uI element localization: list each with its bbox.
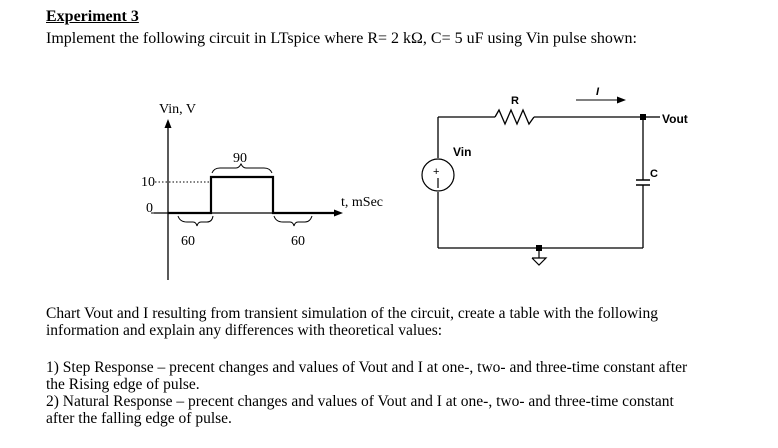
y-axis-label: Vin, V: [159, 102, 196, 117]
ground-node: [536, 245, 542, 251]
source-plus-sign: +: [433, 166, 439, 178]
chart-instructions-line-2: information and explain any differences …: [46, 322, 443, 339]
y-tick-low: 0: [146, 201, 153, 216]
experiment-title: Experiment 3: [46, 8, 139, 25]
task-list: 1) Step Response – precent changes and v…: [46, 359, 687, 427]
y-axis-arrow: [164, 119, 172, 128]
task-1-line-2: the Rising edge of pulse.: [46, 376, 200, 393]
current-label: I: [596, 86, 600, 98]
task-2-line-1: 2) Natural Response – precent changes an…: [46, 393, 674, 410]
source-label: Vin: [453, 145, 471, 159]
resistor-symbol: [494, 108, 535, 126]
output-label: Vout: [662, 112, 688, 126]
pulse-waveform: [168, 175, 335, 215]
right-width-brace: [273, 215, 313, 227]
instruction-text: Implement the following circuit in LTspi…: [46, 30, 637, 47]
top-width-brace: [211, 162, 273, 174]
ground-icon: [531, 257, 548, 266]
pulse-width-label: 90: [233, 151, 247, 166]
resistor-label: R: [511, 95, 519, 107]
left-width-brace: [177, 215, 214, 227]
task-1-line-1: 1) Step Response – precent changes and v…: [46, 359, 688, 376]
current-arrow-head: [617, 96, 626, 104]
capacitor-label: C: [650, 168, 658, 180]
voltage-source-symbol: [421, 158, 455, 192]
task-2-line-2: after the falling edge of pulse.: [46, 410, 232, 427]
x-axis-label: t, mSec: [341, 195, 383, 210]
low-width-label-right: 60: [291, 234, 305, 249]
y-tick-high: 10: [141, 175, 155, 190]
chart-instructions-line-1: Chart Vout and I resulting from transien…: [46, 305, 658, 322]
chart-instructions: Chart Vout and I resulting from transien…: [46, 305, 658, 339]
low-width-label-left: 60: [181, 234, 195, 249]
x-axis-arrow: [334, 209, 343, 217]
